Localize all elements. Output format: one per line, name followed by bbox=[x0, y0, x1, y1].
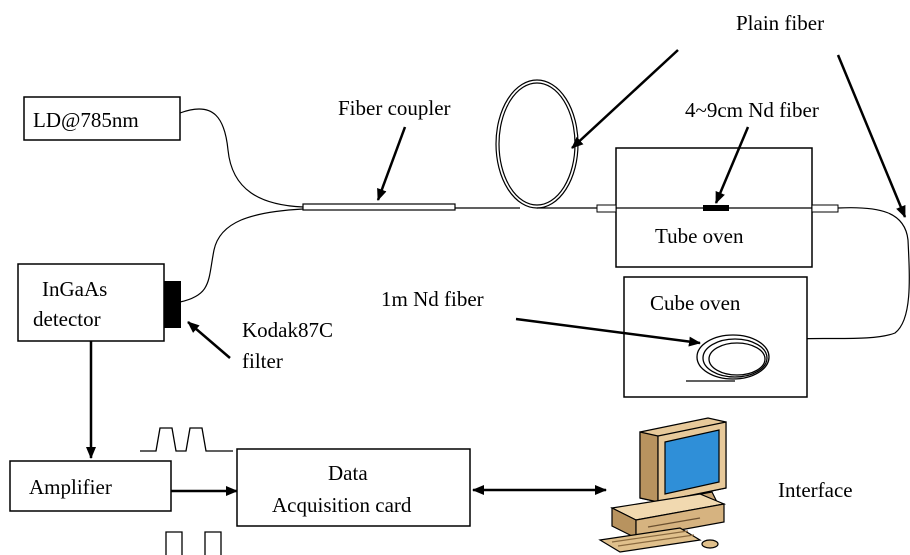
data-acquisition-card: Data Acquisition card bbox=[236, 448, 471, 527]
nd-fiber-long-label: 1m Nd fiber bbox=[381, 287, 484, 311]
nd-fiber-short-label: 4~9cm Nd fiber bbox=[685, 98, 819, 122]
nd-fiber-long-arrow bbox=[515, 317, 701, 347]
amplified-pulse-waveform bbox=[140, 427, 233, 452]
tube-oven-label: Tube oven bbox=[655, 224, 744, 248]
tube-right-connector bbox=[811, 204, 839, 213]
fiber-ld-to-coupler bbox=[179, 108, 304, 208]
fiber-right-loop bbox=[769, 207, 910, 342]
plain-fiber-arrow-to-coil bbox=[571, 49, 679, 149]
fiber-coupler-arrow bbox=[376, 126, 407, 201]
fiber-coupler bbox=[302, 203, 456, 211]
nd-fiber-short-arrow bbox=[714, 126, 750, 204]
ingaas-detector: InGaAs detector bbox=[17, 263, 181, 342]
plain-fiber-label: Plain fiber bbox=[736, 11, 824, 35]
tube-oven: Tube oven bbox=[596, 147, 839, 268]
filter-label-line2: filter bbox=[242, 349, 283, 373]
ld-box bbox=[23, 96, 181, 141]
desktop-computer-icon bbox=[598, 417, 727, 553]
amplifier-box bbox=[9, 460, 172, 512]
detector-label-line2: detector bbox=[33, 307, 101, 331]
raw-pulse-waveform bbox=[165, 531, 222, 555]
daq-label-line1: Data bbox=[328, 461, 368, 485]
ld-source: LD@785nm bbox=[23, 96, 181, 141]
ld-label: LD@785nm bbox=[33, 108, 139, 132]
cube-oven-box bbox=[623, 276, 808, 398]
plain-fiber-arrow-to-loop bbox=[836, 54, 907, 218]
plain-fiber-coil bbox=[495, 79, 579, 209]
detector-label-line1: InGaAs bbox=[42, 277, 107, 301]
amplifier: Amplifier bbox=[9, 460, 172, 512]
tube-left-connector bbox=[596, 204, 617, 213]
filter-label-line1: Kodak87C bbox=[242, 318, 333, 342]
amplifier-label: Amplifier bbox=[29, 475, 112, 499]
daq-box bbox=[236, 448, 471, 527]
nd-fiber-short bbox=[703, 205, 729, 211]
fiber-coupler-to-detector bbox=[179, 208, 304, 303]
cube-oven-label: Cube oven bbox=[650, 291, 741, 315]
fiber-coupler-label: Fiber coupler bbox=[338, 96, 451, 120]
interface-label: Interface bbox=[778, 478, 853, 502]
nd-fiber-long-coil bbox=[696, 334, 770, 380]
cube-oven: Cube oven bbox=[623, 276, 808, 398]
daq-label-line2: Acquisition card bbox=[272, 493, 412, 517]
kodak-filter bbox=[164, 281, 181, 328]
filter-arrow bbox=[187, 321, 231, 359]
